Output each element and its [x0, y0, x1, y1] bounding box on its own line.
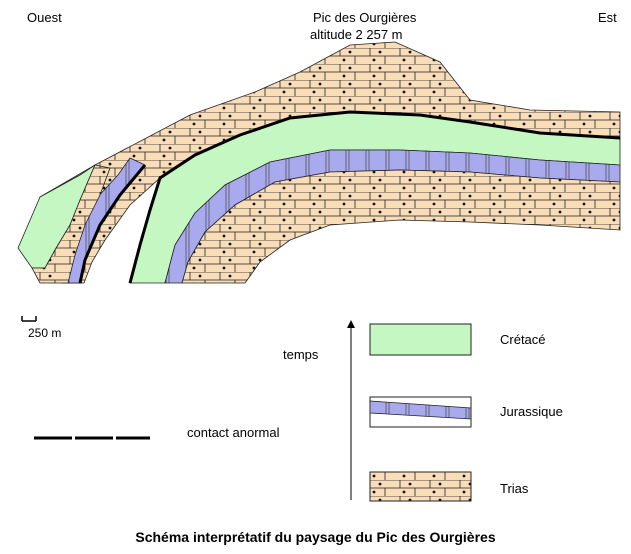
- time-arrow: [347, 320, 355, 500]
- east-label: Est: [598, 10, 617, 25]
- anomalous-contact-line-west: [78, 164, 147, 284]
- time-axis-label: temps: [283, 347, 319, 362]
- trias-lower-layer: [181, 169, 621, 284]
- legend-label-jurassique: Jurassique: [500, 404, 563, 419]
- legend-label-trias: Trias: [500, 481, 529, 496]
- figure-caption: Schéma interprétatif du paysage du Pic d…: [135, 529, 496, 545]
- anomalous-contact-line: [128, 110, 621, 284]
- legend-label-cretace: Crétacé: [500, 332, 546, 347]
- legend-swatch-trias: [369, 471, 472, 502]
- trias-west-layer: [31, 164, 111, 284]
- contact-legend-label: contact anormal: [187, 425, 280, 440]
- peak-name: Pic des Ourgières: [313, 10, 417, 25]
- legend-swatch-jurassique: [369, 396, 472, 428]
- scale-label: 250 m: [28, 326, 62, 340]
- scale-bar: [21, 316, 37, 322]
- cross-section-layers: [17, 41, 621, 284]
- legend-swatch-cretace: [369, 323, 472, 356]
- west-label: Ouest: [27, 10, 62, 25]
- peak-altitude: altitude 2 257 m: [310, 27, 403, 42]
